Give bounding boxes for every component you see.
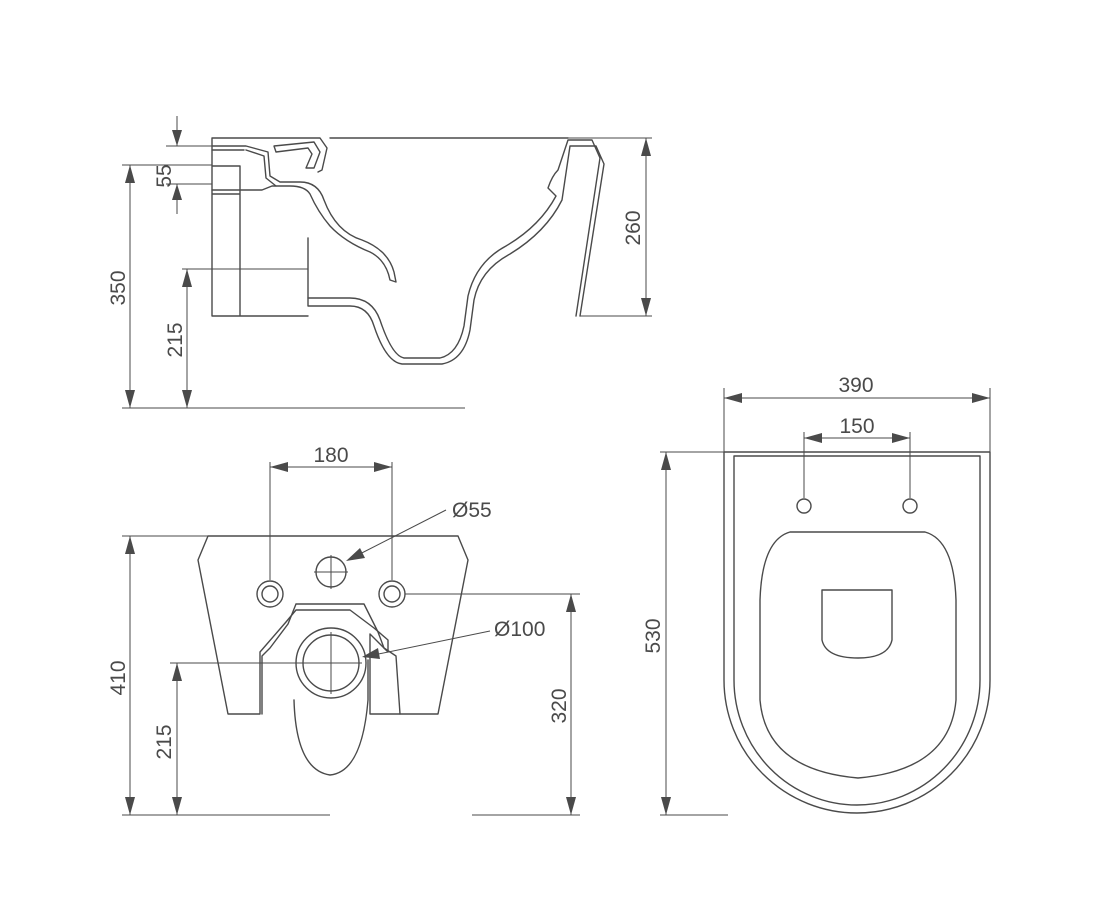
top-view-hinge-hole-left: [796, 498, 812, 514]
rear-dim-410: 410: [107, 660, 130, 695]
side-dim-260: 260: [622, 210, 645, 245]
rear-view-outlet-drop: [293, 659, 369, 776]
rear-view: 180 Ø55 Ø100 410 215 320: [107, 444, 580, 816]
top-view: 390 150 530: [642, 374, 991, 816]
top-view-bowl-opening: [821, 589, 893, 659]
rear-dim-inlet-diameter: Ø55: [452, 499, 492, 522]
rear-dim-180: 180: [313, 444, 348, 467]
rear-view-fixing-hole-right: [378, 580, 406, 608]
side-dim-350: 350: [107, 270, 130, 305]
top-view-rim-outline: [733, 455, 981, 806]
rear-view-fixing-hole-left: [256, 580, 284, 608]
side-view-body-outline: [211, 137, 569, 317]
top-view-outer-outline: [723, 451, 991, 814]
top-view-seat: [759, 531, 957, 779]
side-dim-55: 55: [153, 164, 176, 187]
rear-view-body-outline: [197, 535, 469, 715]
rear-dim-320: 320: [548, 688, 571, 723]
rear-dim-outlet-diameter: Ø100: [494, 618, 545, 641]
top-view-hinge-hole-right: [902, 498, 918, 514]
side-view-back-profile: [211, 145, 397, 283]
rear-dim-215: 215: [153, 724, 176, 759]
side-view-rim-hook: [273, 141, 321, 169]
top-dim-390: 390: [838, 374, 873, 397]
side-view-inlet-box: [307, 145, 605, 365]
side-view-back-inner: [211, 149, 277, 187]
top-dim-150: 150: [839, 415, 874, 438]
rear-view-pedestal: [261, 603, 401, 715]
side-view-bowl-inner: [307, 139, 601, 359]
top-dim-530: 530: [642, 618, 665, 653]
side-view: 350 215 55 260: [107, 116, 652, 409]
side-dim-215: 215: [164, 322, 187, 357]
